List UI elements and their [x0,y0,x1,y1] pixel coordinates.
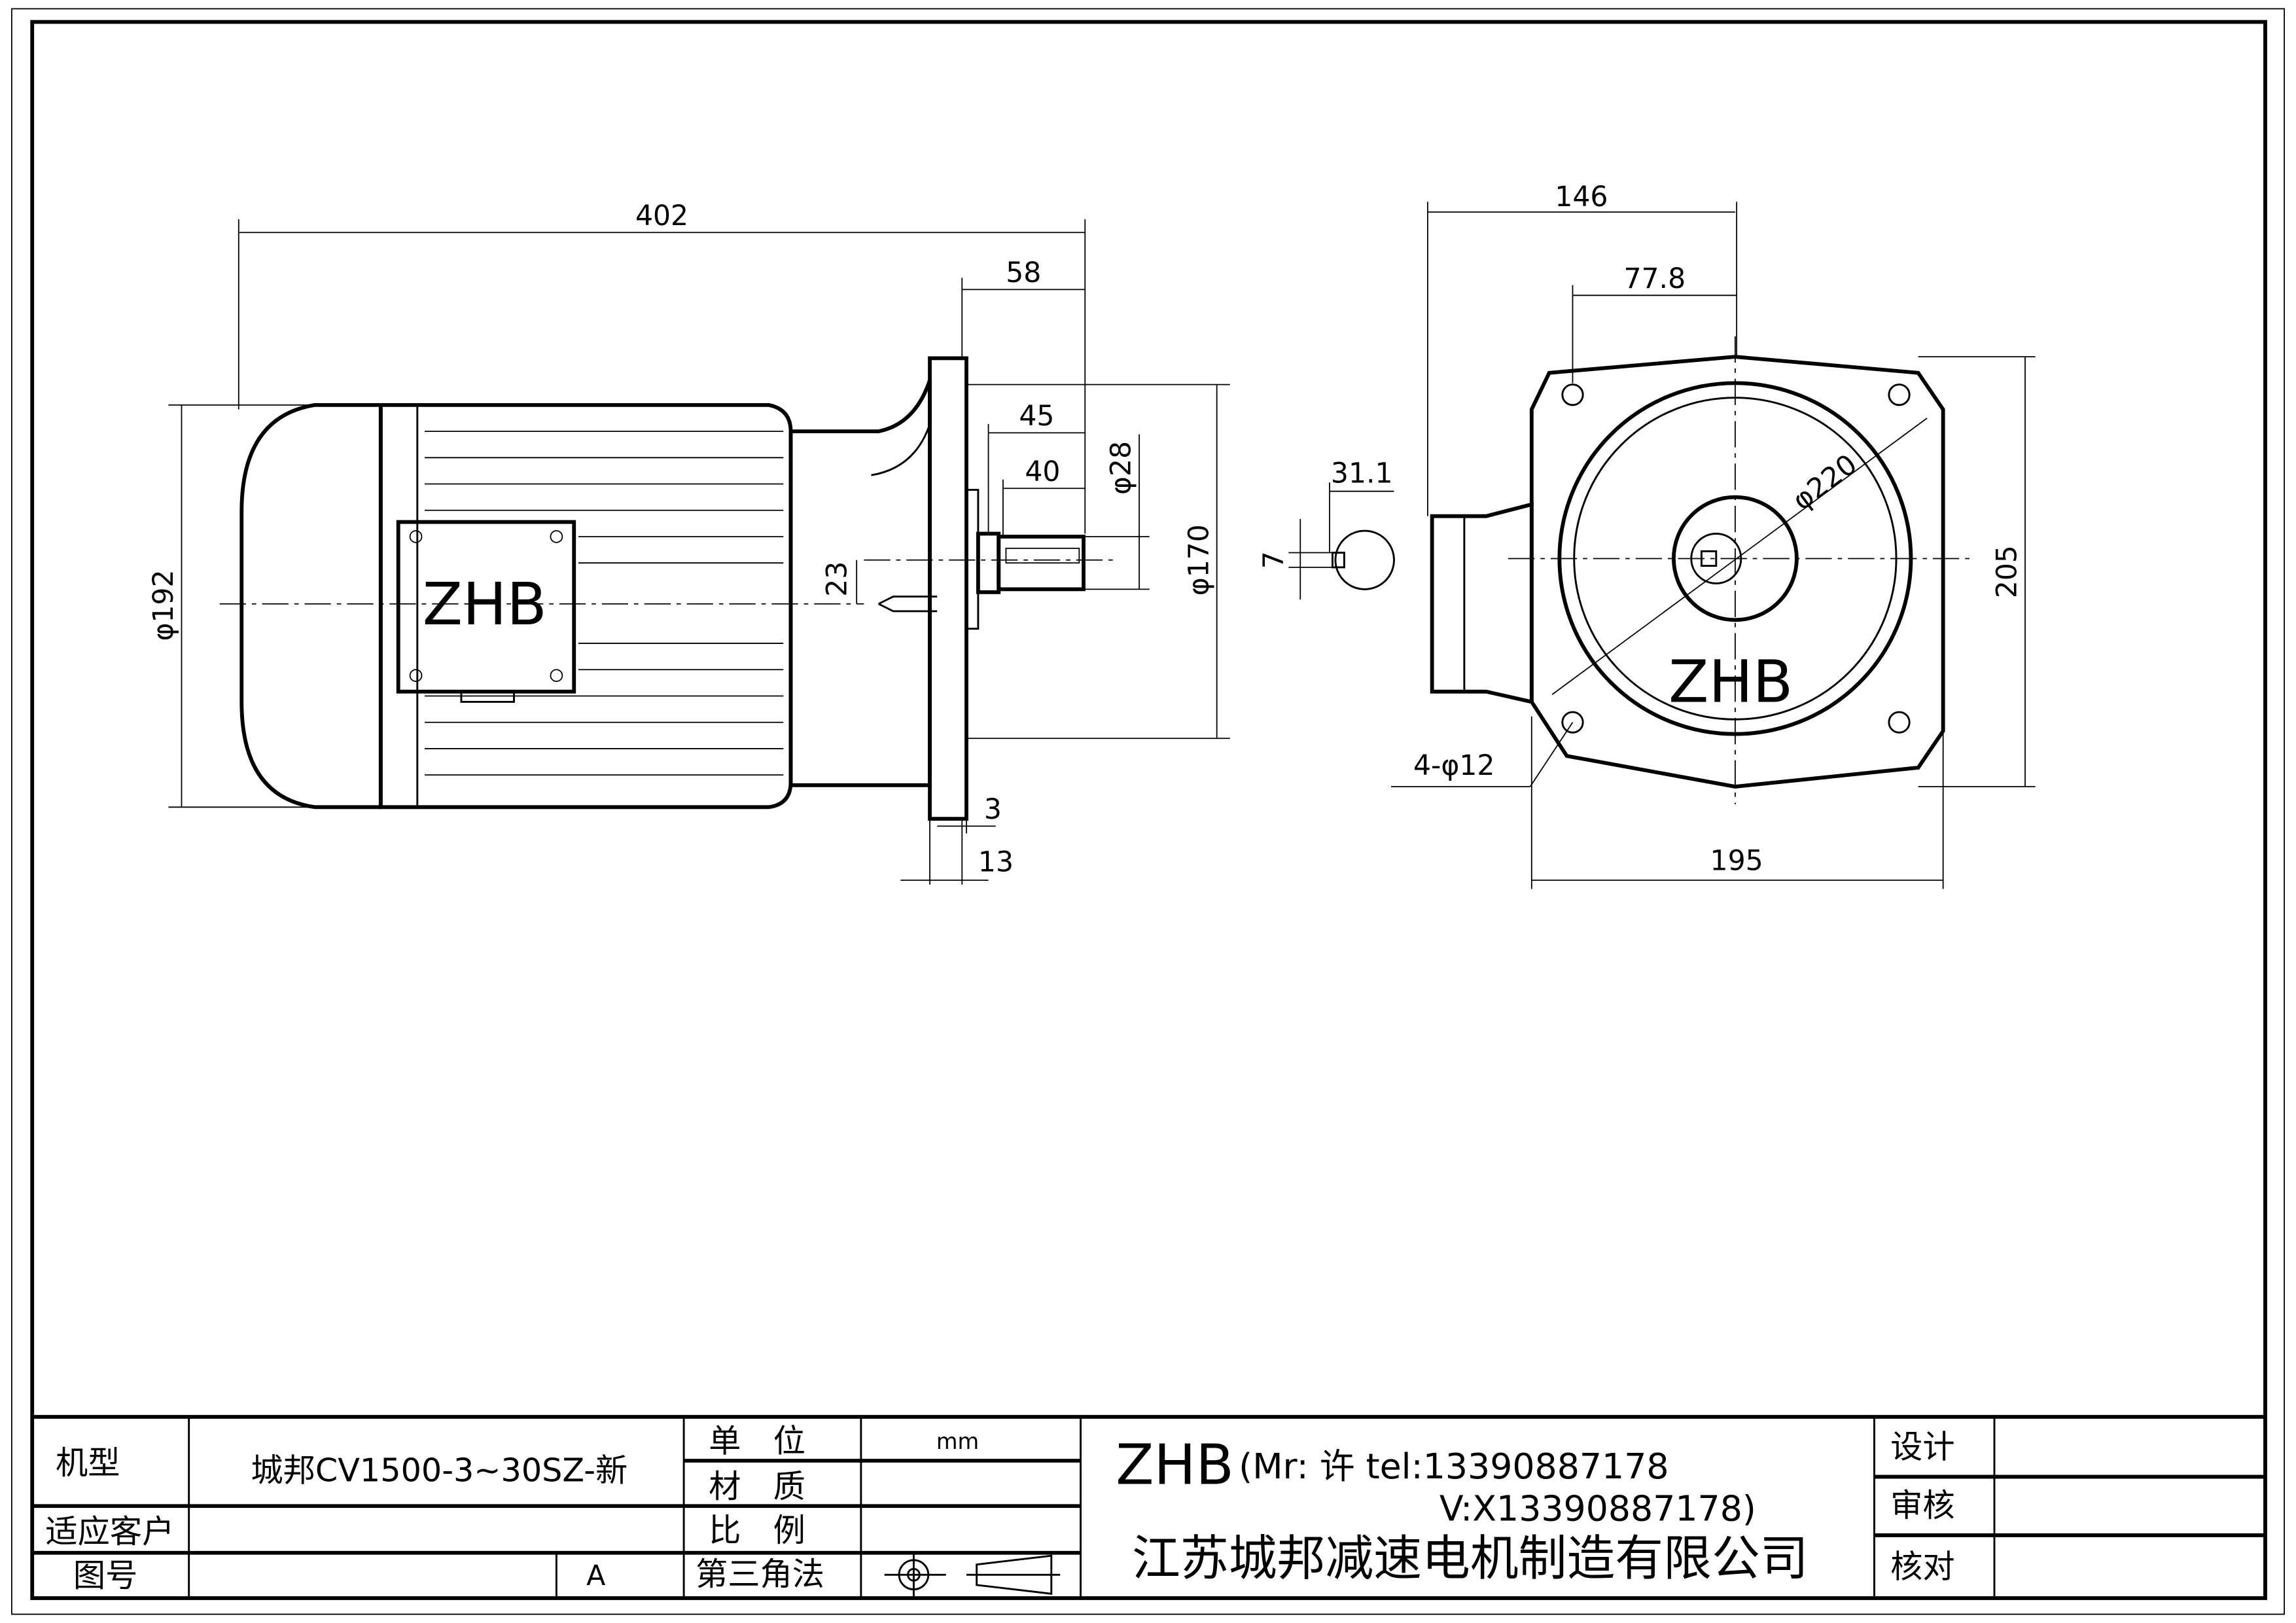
dim-31-1: 31.1 [1331,457,1393,490]
dim-phi170: φ170 [1183,524,1215,596]
dim-phi28: φ28 [1106,441,1138,495]
contact-line-2: V:X13390887178) [1439,1488,1756,1529]
dim-205: 205 [1992,545,2024,598]
dim-146: 146 [1555,181,1608,213]
dim-40: 40 [1025,456,1060,488]
projection-label: 第三角法 [696,1555,824,1593]
dim-holes: 4-φ12 [1413,750,1495,782]
dim-3: 3 [984,794,1002,826]
title-block: 机型 城邦CV1500-3~30SZ-新 适应客户 图号 A 单 位 mm 材 … [32,1415,2266,1597]
dim-13: 13 [978,847,1014,879]
material-label: 材 质 [709,1467,805,1505]
revision: A [586,1560,605,1592]
contact-line-1: (Mr: 许 tel:13390887178 [1239,1446,1669,1487]
third-angle-projection-icon [884,1552,1061,1597]
unit-value: mm [936,1429,979,1454]
terminal-box-logo: ZHB [423,571,547,639]
dim-77-8: 77.8 [1623,263,1686,295]
dim-402: 402 [635,200,688,232]
side-view: ZHB 402 58 45 40 φ28 φ170 φ192 [148,200,1230,885]
customer-label: 适应客户 [45,1512,174,1550]
dim-195: 195 [1710,845,1763,877]
dim-phi192: φ192 [148,569,180,641]
dim-45: 45 [1019,401,1054,433]
dim-23: 23 [821,562,853,597]
outer-frame [11,8,2285,1615]
brand-logo: ZHB [1116,1433,1234,1498]
model-label: 机型 [56,1444,120,1482]
unit-label: 单 位 [709,1422,805,1460]
model-value: 城邦CV1500-3~30SZ-新 [251,1451,627,1489]
design-label: 设计 [1890,1428,1954,1466]
scale-label: 比 例 [709,1511,805,1549]
company-name: 江苏城邦减速电机制造有限公司 [1132,1531,1809,1586]
check-label: 核对 [1890,1548,1954,1586]
drawing-no-label: 图号 [73,1556,137,1594]
inner-frame [30,20,2267,1600]
review-label: 审核 [1890,1486,1954,1524]
dim-7: 7 [1258,551,1290,569]
front-logo: ZHB [1669,648,1793,716]
dim-58: 58 [1006,257,1041,289]
